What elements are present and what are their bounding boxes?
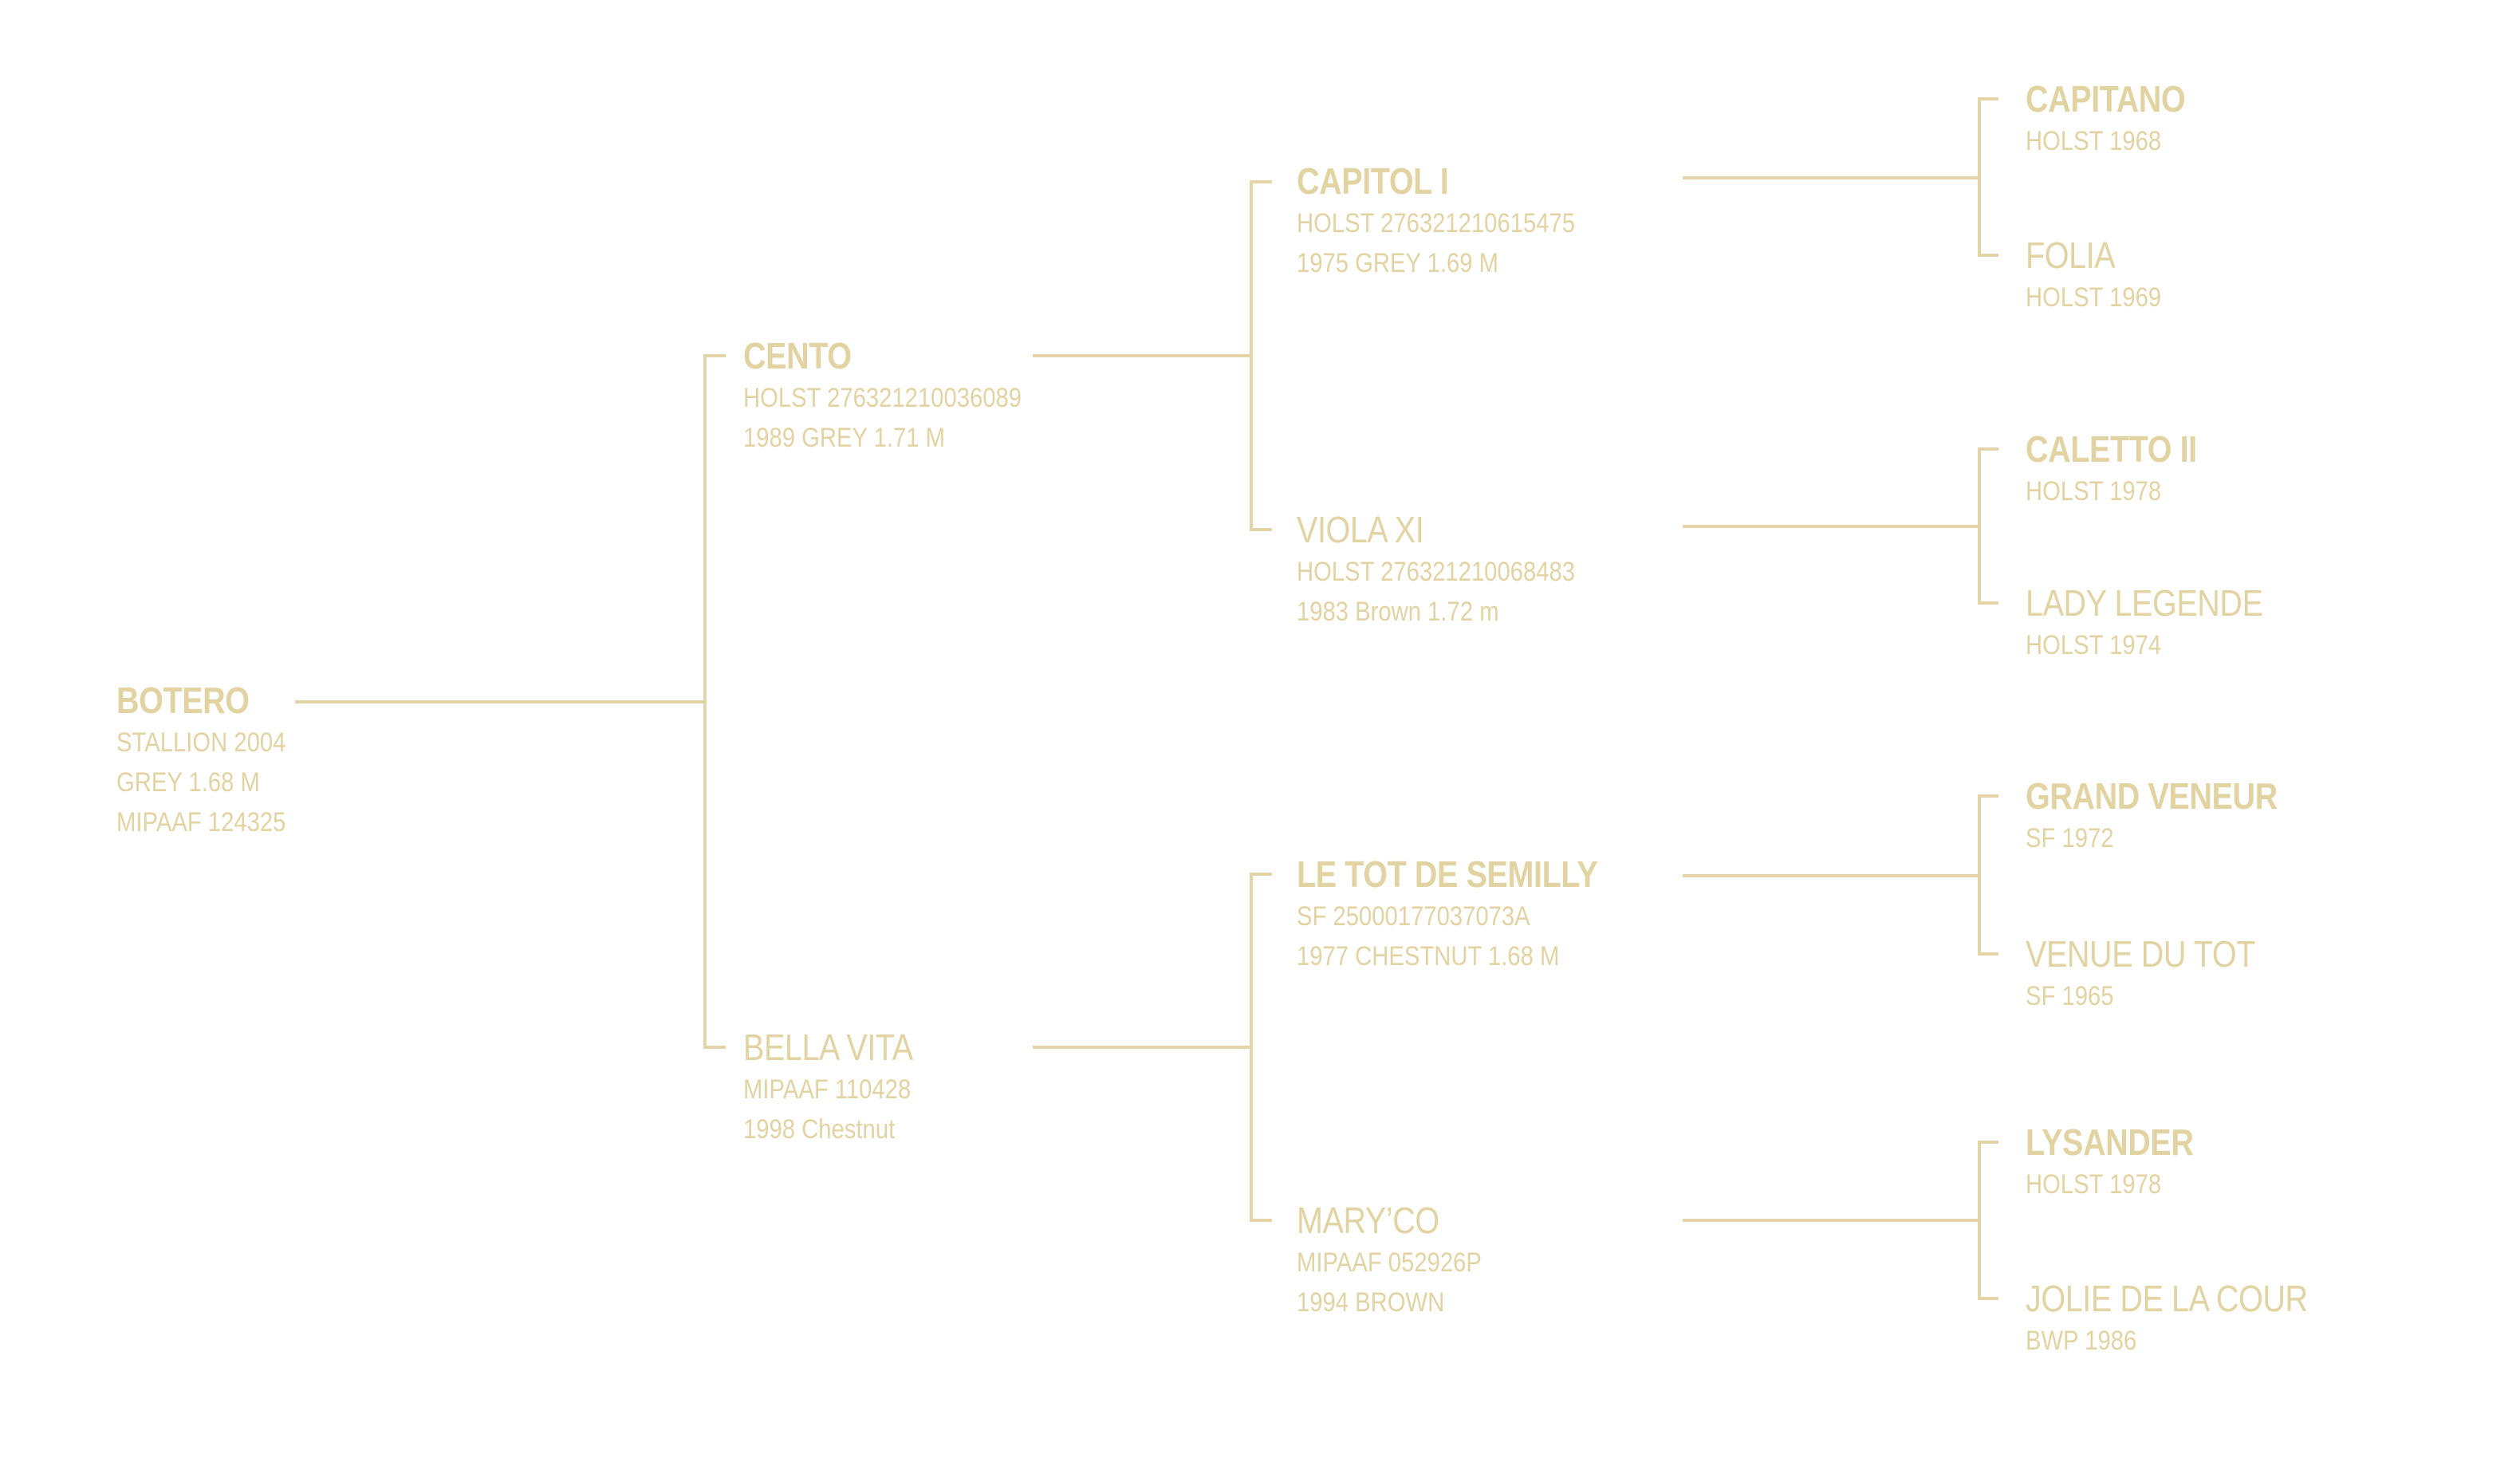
horse-gg2: FOLIA HOLST 1969 — [2026, 233, 2183, 317]
horse-detail: STALLION 2004 — [116, 727, 286, 758]
horse-dam-sire: LE TOT DE SEMILLY SF 25000177037073A 197… — [1297, 852, 1647, 976]
horse-gg1: CAPITANO HOLST 1968 — [2026, 77, 2211, 161]
horse-detail: GREY 1.68 M — [116, 767, 260, 798]
horse-dam: BELLA VITA MIPAAF 110428 1998 Chestnut — [743, 1025, 940, 1149]
horse-detail: MIPAAF 110428 — [743, 1074, 912, 1105]
horse-gg5: GRAND VENEUR SF 1972 — [2026, 774, 2318, 858]
horse-name: LADY LEGENDE — [2026, 582, 2263, 624]
horse-detail: SF 1972 — [2026, 823, 2114, 853]
horse-name: CAPITOL I — [1297, 160, 1449, 202]
horse-name: CENTO — [743, 335, 852, 376]
horse-detail: 1994 BROWN — [1297, 1287, 1445, 1318]
horse-name: BOTERO — [116, 680, 250, 721]
horse-name: GRAND VENEUR — [2026, 775, 2278, 817]
horse-detail: HOLST 276321210068483 — [1297, 557, 1576, 587]
horse-sire-sire: CAPITOL I HOLST 276321210615475 1975 GRE… — [1297, 159, 1620, 283]
horse-detail: HOLST 276321210615475 — [1297, 208, 1576, 238]
horse-name: BELLA VITA — [743, 1027, 913, 1068]
horse-name: CAPITANO — [2026, 78, 2186, 120]
horse-detail: SF 1965 — [2026, 981, 2114, 1011]
horse-name: VENUE DU TOT — [2026, 933, 2255, 975]
horse-gg3: CALETTO II HOLST 1978 — [2026, 427, 2225, 511]
horse-gg7: LYSANDER HOLST 1978 — [2026, 1120, 2221, 1204]
horse-detail: HOLST 276321210036089 — [743, 383, 1022, 413]
horse-gg4: LADY LEGENDE HOLST 1974 — [2026, 581, 2301, 665]
horse-detail: MIPAAF 052926P — [1297, 1247, 1482, 1278]
horse-gg8: JOLIE DE LA COUR BWP 1986 — [2026, 1276, 2353, 1361]
horse-detail: 1989 GREY 1.71 M — [743, 423, 946, 453]
horse-name: MARY’CO — [1297, 1200, 1439, 1241]
horse-detail: 1975 GREY 1.69 M — [1297, 248, 1499, 278]
horse-sire-dam: VIOLA XI HOLST 276321210068483 1983 Brow… — [1297, 507, 1620, 632]
horse-name: VIOLA XI — [1297, 509, 1424, 550]
horse-name: JOLIE DE LA COUR — [2026, 1278, 2308, 1319]
horse-detail: BWP 1986 — [2026, 1326, 2137, 1356]
horse-detail: SF 25000177037073A — [1297, 901, 1530, 932]
horse-detail: HOLST 1969 — [2026, 282, 2162, 313]
horse-name: FOLIA — [2026, 234, 2116, 276]
horse-detail: HOLST 1978 — [2026, 476, 2162, 506]
horse-detail: HOLST 1978 — [2026, 1169, 2162, 1200]
horse-sire: CENTO HOLST 276321210036089 1989 GREY 1.… — [743, 333, 1067, 458]
horse-detail: MIPAAF 124325 — [116, 807, 286, 837]
horse-dam-dam: MARY’CO MIPAAF 052926P 1994 BROWN — [1297, 1198, 1512, 1322]
horse-name: LYSANDER — [2026, 1121, 2194, 1163]
horse-detail: HOLST 1974 — [2026, 630, 2162, 660]
horse-detail: HOLST 1968 — [2026, 126, 2162, 156]
horse-detail: 1983 Brown 1.72 m — [1297, 597, 1499, 627]
horse-subject: BOTERO STALLION 2004 GREY 1.68 M MIPAAF … — [116, 678, 313, 842]
horse-gg6: VENUE DU TOT SF 1965 — [2026, 932, 2293, 1016]
horse-detail: 1998 Chestnut — [743, 1114, 896, 1145]
horse-name: LE TOT DE SEMILLY — [1297, 853, 1598, 895]
horse-name: CALETTO II — [2026, 428, 2197, 470]
horse-detail: 1977 CHESTNUT 1.68 M — [1297, 941, 1560, 971]
